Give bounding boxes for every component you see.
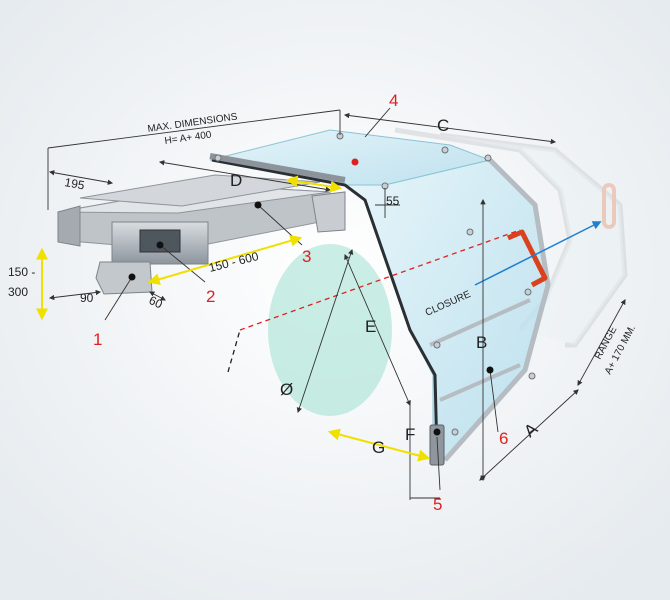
callout-1: 1	[93, 330, 102, 349]
callout-3: 3	[302, 247, 311, 266]
yellow-dimension-arrows	[36, 175, 431, 462]
callout-dots	[128, 158, 494, 436]
dim-letter-e: E	[365, 317, 376, 336]
closure-arrow	[474, 221, 602, 286]
callout-2: 2	[206, 287, 215, 306]
callout-5: 5	[433, 495, 442, 514]
dim-150-300-line1: 150 -	[8, 265, 35, 279]
callout-6: 6	[499, 429, 508, 448]
dim-letter-d: D	[230, 171, 242, 190]
dim-letter-b: B	[476, 333, 487, 352]
callout-4: 4	[389, 91, 398, 110]
dim-195: 195	[63, 175, 85, 192]
dim-letter-g: G	[372, 438, 385, 457]
dim-150-300-line2: 300	[8, 285, 28, 299]
center-axis-black	[227, 329, 241, 373]
dim-letter-c: C	[437, 116, 449, 135]
dim-90: 90	[80, 291, 94, 305]
diameter-symbol: Ø	[280, 380, 293, 399]
dimension-lines	[47, 107, 626, 500]
dim-letter-f: F	[405, 425, 415, 444]
dim-55: 55	[386, 194, 400, 208]
dim-60: 60	[147, 293, 165, 311]
ghost-handle-icon	[602, 183, 616, 229]
